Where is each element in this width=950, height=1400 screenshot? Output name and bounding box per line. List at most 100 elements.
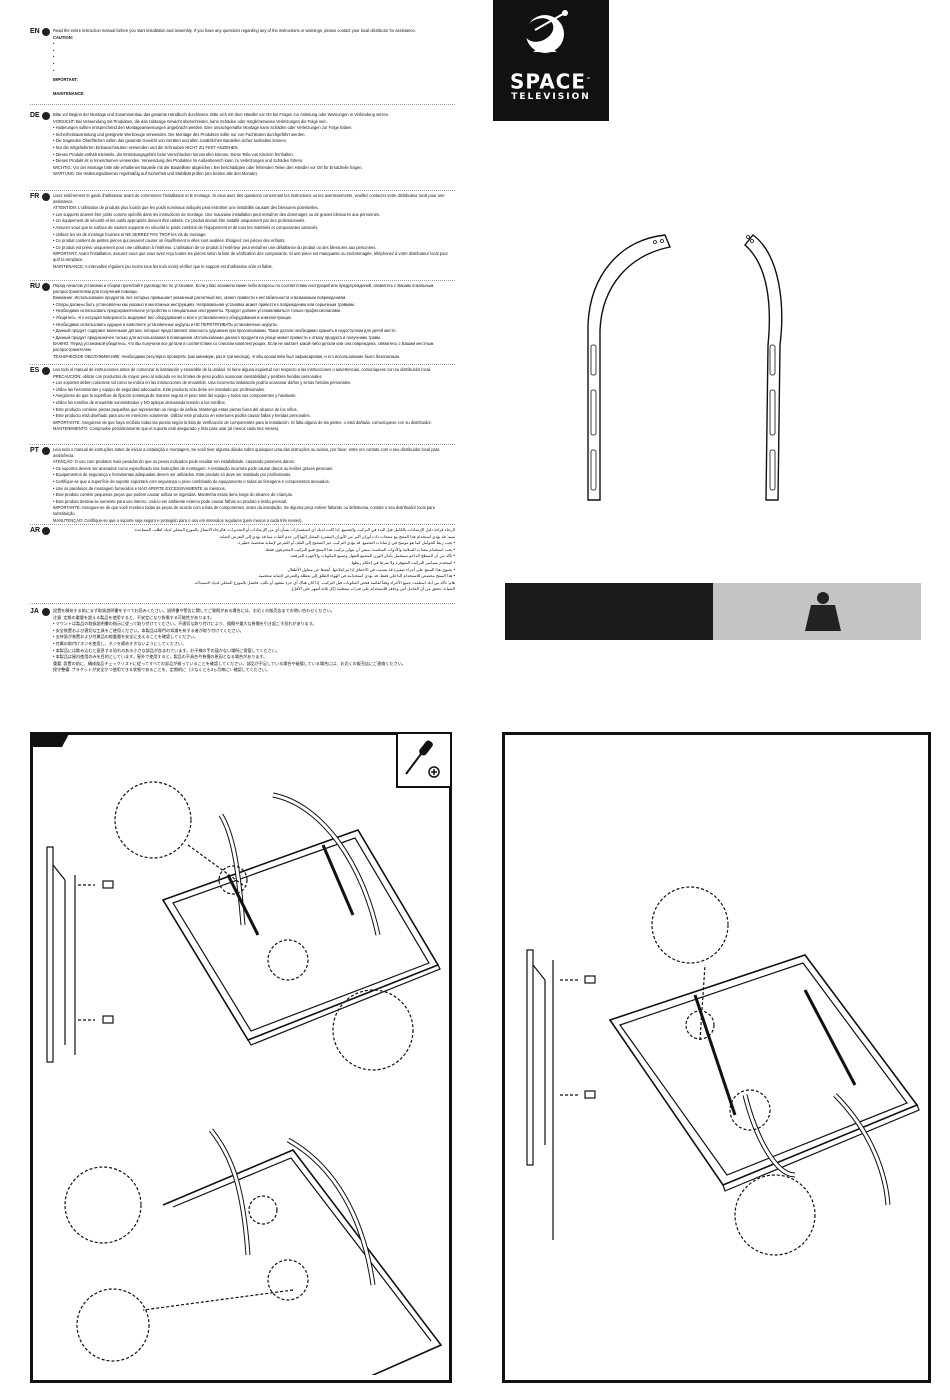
paragraph: Lisez entièrement le guide d'utilisateur… — [53, 193, 445, 204]
divider — [30, 364, 455, 365]
paragraph: • Nur die mitgelieferten Einbauschrauben… — [53, 144, 239, 150]
info-icon — [42, 527, 50, 535]
paragraph: • Необходимо использовать предохранитель… — [53, 308, 342, 314]
paragraph: VORSICHT: Bei Verwendung mit Produkten, … — [53, 118, 328, 124]
language-text: الرجاء قراءة دليل الإرشادات بالكامل قبل … — [53, 527, 455, 593]
paragraph: • 付属の取付けネジを使用し、ネジを締めすぎないようにしてください。 — [53, 640, 187, 646]
paragraph: • استخدم مسامير التركيب المتوفرة ولا تفر… — [350, 559, 455, 565]
paragraph: • Die tragenden Oberflächen sollen das g… — [53, 138, 288, 144]
paragraph: • Dieses Produkt ist in Innenräumen verw… — [53, 158, 304, 164]
language-code: ES — [30, 367, 40, 374]
paragraph: • Utilice las herramientas y equipo de s… — [53, 386, 266, 392]
weight-icon — [805, 592, 841, 631]
paragraph: IMPORTANTE: Assegure-se de que você rece… — [53, 505, 435, 516]
paragraph: ТЕХНИЧЕСКОЕ ОБСЛУЖИВАНИЕ: Необходимо рег… — [53, 353, 401, 359]
language-text: Lisez entièrement le guide d'utilisateur… — [53, 193, 455, 270]
paragraph: • Assurez-vous que la surface de soutien… — [53, 224, 319, 230]
divider — [30, 524, 455, 525]
divider — [30, 444, 455, 445]
paragraph: • Este produto contém pequenas peças que… — [53, 492, 293, 498]
info-icon — [42, 367, 50, 375]
language-text: Leia todo o manual de instruções antes d… — [53, 447, 455, 524]
paragraph: • Sicherheitsausrüstung und geeignete We… — [53, 131, 306, 137]
paragraph: • 本製品は屋内使用のみを目的としています。屋外で使用すると、製品の不具合や負傷… — [53, 654, 268, 660]
paragraph: PRECAUCIÓN: utilizar con productos de ma… — [53, 373, 323, 379]
weight-icon-box — [713, 583, 921, 640]
paragraph: Внимание: Использование продуктов, вес к… — [53, 295, 347, 301]
paragraph: Leia todo o manual de instruções antes d… — [53, 447, 440, 458]
paragraph: • Данный продукт содержит маленькие дета… — [53, 328, 397, 334]
paragraph: • Halterungen sollten entsprechend den M… — [53, 125, 353, 131]
installation-diagram-2 — [526, 886, 920, 1256]
paragraph: • — [53, 47, 55, 53]
language-block-ja: JA 設置を開始する前にまず取扱説明書をすべてお読みください。説明書や警告に関して… — [30, 608, 455, 688]
info-icon — [42, 28, 50, 36]
language-code: DE — [30, 112, 40, 119]
paragraph: • マウントは製品の取扱説明書の指示に従って取り付けてください。不適切な取り付け… — [53, 621, 317, 627]
paragraph: • — [53, 54, 55, 60]
paragraph: الصيانة: تحقق من أن الحامل آمن وجاهز للا… — [290, 586, 455, 592]
paragraph: • Необходимо использовать идущие в компл… — [53, 321, 278, 327]
paragraph: WICHTIG: Vor der Montage bitte alle erha… — [53, 164, 363, 170]
paragraph: • — [53, 60, 55, 66]
paragraph: IMPORTANTE: Asegúrese de que haya recibi… — [53, 419, 432, 425]
divider — [30, 280, 455, 281]
language-code: AR — [30, 527, 41, 534]
paragraph: MAINTENANCE: — [53, 90, 85, 96]
language-text: Lea todo el manual de instrucciones ante… — [53, 367, 455, 433]
installation-diagram-1 — [46, 781, 443, 1375]
paragraph: ATTENTION: L'utilisation de produits plu… — [53, 205, 319, 211]
paragraph: Перед началом установки и сборки прочита… — [53, 283, 434, 294]
paragraph: Bitte vor Beginn der Montage und Zusamme… — [53, 112, 390, 117]
paragraph: CAUTION: — [53, 34, 74, 40]
language-code: EN — [30, 28, 40, 35]
language-text: Bitte vor Beginn der Montage und Zusamme… — [53, 112, 455, 178]
weight-capacity-box — [505, 583, 713, 640]
paragraph: MANUTENÇÃO: Certifique-se que o suporte … — [53, 517, 303, 523]
info-icon — [42, 193, 50, 201]
brand-logo: SPACE™ TELEVISION — [493, 0, 609, 121]
language-code: PT — [30, 447, 39, 454]
paragraph: 重要: 設置の前に、構成部品チェックリストに従ってすべての部品が揃っていることを… — [53, 660, 406, 666]
paragraph: • Certifique-se que a superfície de supo… — [53, 478, 330, 484]
paragraph: • 本製品には飲み込むと窒息する恐れのある小さな部品が含まれています。お子様の手… — [53, 647, 280, 653]
paragraph: 注意: 定格の重量を超える製品を使用すると、不安定になり負傷する可能性があります… — [53, 614, 215, 620]
paragraph: • Utilisez les vis de montage fournies e… — [53, 231, 207, 237]
step-panel-1 — [30, 732, 452, 1383]
paragraph: • — [53, 67, 55, 73]
paragraph: • Os suportes devem ser anexados como es… — [53, 465, 334, 471]
language-block-en: EN Read the entire instruction manual bef… — [30, 28, 455, 100]
paragraph: 保守整備: ブラケットが安全かつ使用できる状態であることを、定期的に（少なくとも… — [53, 667, 271, 673]
divider — [30, 190, 455, 191]
paragraph: IMPORTANT: — [53, 77, 78, 83]
language-text: Read the entire instruction manual befor… — [53, 28, 455, 97]
paragraph: • Ce produit est prévu uniquement pour u… — [53, 244, 377, 250]
paragraph: • يجب ربط الحوامل كما هو موضح في إرشادات… — [237, 540, 455, 546]
paragraph: Read the entire instruction manual befor… — [53, 28, 416, 33]
language-block-ar: AR الرجاء قراءة دليل الإرشادات بالكامل قب… — [30, 527, 455, 599]
language-block-es: ES Lea todo el manual de instrucciones an… — [30, 367, 455, 440]
paragraph: هام: تأكد من أنك استلمت جميع الأجزاء وفق… — [194, 579, 455, 585]
paragraph: • Убедитесь, что несущая поверхность выд… — [53, 314, 293, 320]
paragraph: • Equipamentos de segurança e ferramenta… — [53, 472, 292, 478]
paragraph: IMPORTANT: Avant l'installation, assurez… — [53, 251, 448, 262]
paragraph: • Dieses Produkt enthält Kleinteile, die… — [53, 151, 294, 157]
info-icon — [42, 283, 50, 291]
paragraph: • Данный продукт предназначен только для… — [53, 334, 381, 340]
brand-subtitle: TELEVISION — [511, 92, 591, 102]
paragraph: • Este produto destina-se somente para u… — [53, 498, 288, 504]
paragraph: Lea todo el manual de instrucciones ante… — [53, 367, 431, 372]
paragraph: 設置を開始する前にまず取扱説明書をすべてお読みください。説明書や警告に関してご質… — [53, 608, 335, 613]
paragraph: • Use os parafusos de montagem fornecido… — [53, 485, 226, 491]
paragraph: • Este producto contiene piezas pequeñas… — [53, 406, 298, 412]
language-code: JA — [30, 608, 39, 615]
step-panel-2 — [502, 732, 931, 1383]
paragraph: MAINTENANCE: A intervalles réguliers (au… — [53, 263, 273, 269]
language-code: FR — [30, 193, 40, 200]
paragraph: • يجب استخدام معدات السلامة والأدوات الم… — [264, 546, 455, 552]
step-number-tab — [30, 732, 70, 747]
paragraph: • Les supports doivent être joints comme… — [53, 211, 381, 217]
paragraph: • Опоры должны быть установлены как указ… — [53, 301, 355, 307]
paragraph: تنبيه: قد يؤدي استخدام هذا المنتج مع منت… — [218, 533, 455, 539]
